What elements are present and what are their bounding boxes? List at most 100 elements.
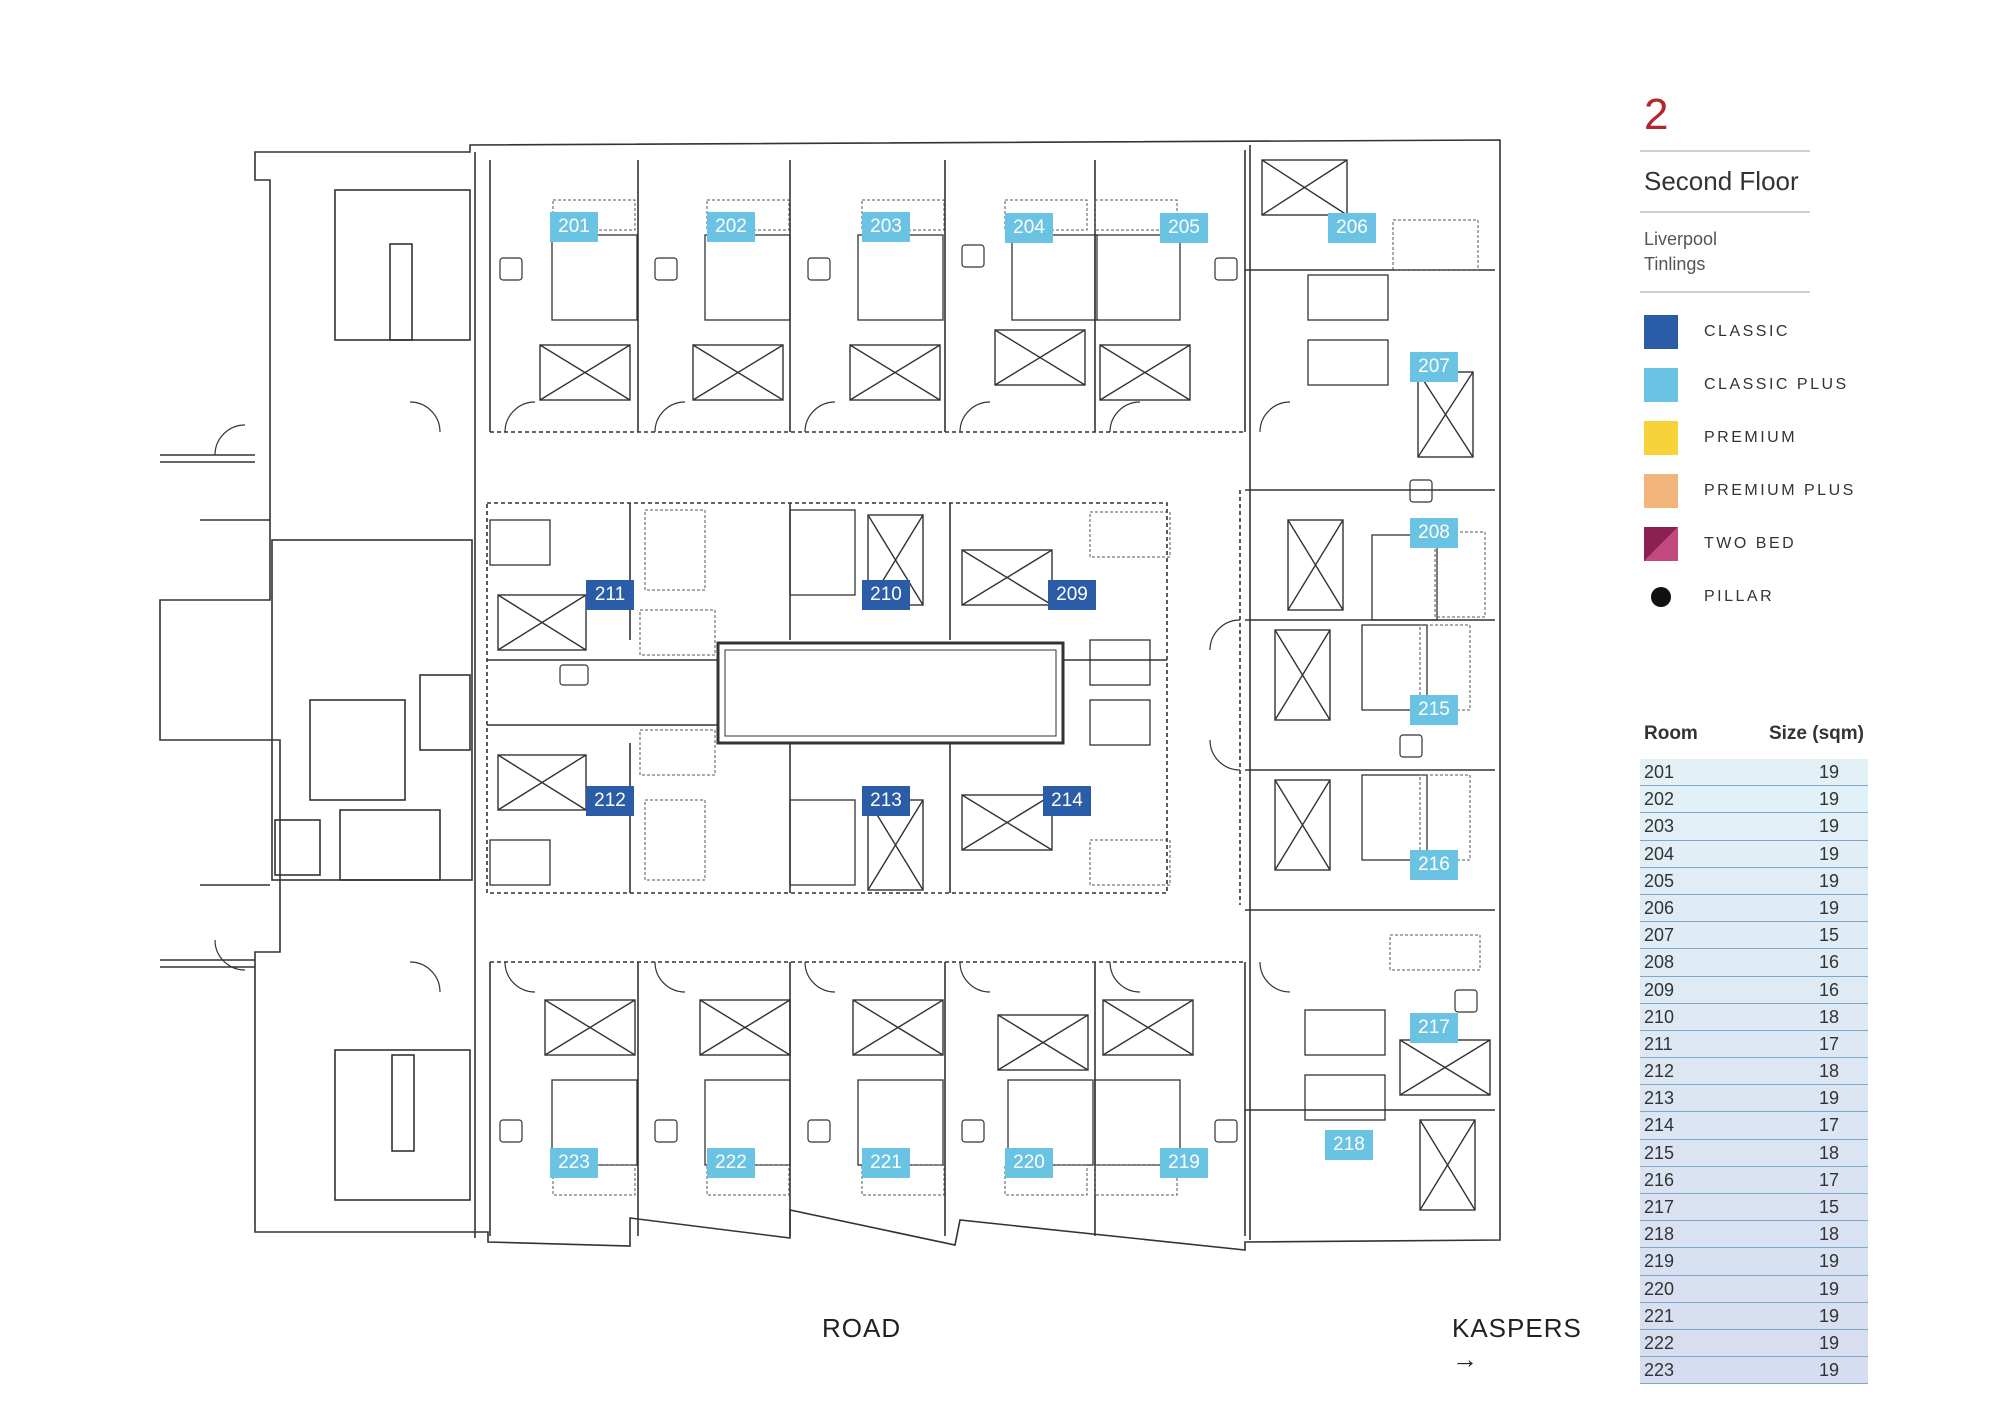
legend-label: CLASSIC PLUS bbox=[1704, 375, 1849, 393]
room-tag-213[interactable]: 213 bbox=[862, 786, 910, 816]
table-header: Room Size (sqm) bbox=[1640, 723, 1868, 759]
divider bbox=[1640, 150, 1810, 152]
legend-label: CLASSIC bbox=[1704, 322, 1790, 340]
legend-label: PREMIUM PLUS bbox=[1704, 481, 1856, 499]
room-tag-220[interactable]: 220 bbox=[1005, 1148, 1053, 1178]
room-tag-216[interactable]: 216 bbox=[1410, 850, 1458, 880]
room-cell: 213 bbox=[1644, 1088, 1675, 1109]
room-cell: 219 bbox=[1644, 1251, 1675, 1272]
room-tag-211[interactable]: 211 bbox=[586, 580, 634, 610]
bed-214 bbox=[961, 794, 1053, 851]
divider bbox=[1640, 291, 1810, 293]
legend-item-premium: PREMIUM bbox=[1640, 411, 1980, 464]
header-room: Room bbox=[1644, 723, 1698, 744]
kaspers-label: KASPERS → bbox=[1452, 1313, 1582, 1374]
size-cell: 17 bbox=[1818, 1115, 1840, 1136]
bed-219 bbox=[1102, 999, 1194, 1056]
room-tag-214[interactable]: 214 bbox=[1043, 786, 1091, 816]
size-cell: 15 bbox=[1818, 1197, 1840, 1217]
floor-plan: 201 202 203 204 205 206 207 208 209 210 … bbox=[159, 139, 1581, 1374]
room-cell: 212 bbox=[1644, 1061, 1675, 1082]
room-type-legend: CLASSIC CLASSIC PLUS PREMIUM PREMIUM PLU… bbox=[1640, 305, 1980, 623]
room-tag-218[interactable]: 218 bbox=[1325, 1130, 1373, 1160]
room-tag-222[interactable]: 222 bbox=[707, 1148, 755, 1178]
room-cell: 207 bbox=[1644, 925, 1675, 946]
table-row: 214 17 bbox=[1640, 1112, 1868, 1140]
classic-swatch bbox=[1644, 314, 1678, 349]
building-site: Tinlings bbox=[1644, 254, 1706, 274]
room-tag-201[interactable]: 201 bbox=[550, 212, 598, 242]
room-cell: 206 bbox=[1644, 897, 1675, 918]
size-cell: 16 bbox=[1818, 979, 1840, 1000]
bed-216 bbox=[1274, 779, 1331, 871]
room-tag-208[interactable]: 208 bbox=[1410, 518, 1458, 548]
room-tag-223[interactable]: 223 bbox=[550, 1148, 598, 1178]
floor-info-panel: 2 Second Floor Liverpool Tinlings CLASSI… bbox=[1640, 90, 1980, 1385]
size-cell: 19 bbox=[1818, 870, 1840, 891]
stair-north bbox=[334, 189, 471, 341]
bed-221 bbox=[852, 999, 944, 1056]
pillar-dot-icon bbox=[1651, 586, 1671, 607]
room-tag-219[interactable]: 219 bbox=[1160, 1148, 1208, 1178]
room-tag-203[interactable]: 203 bbox=[862, 212, 910, 242]
room-cell: 205 bbox=[1644, 870, 1675, 891]
room-tag-221[interactable]: 221 bbox=[862, 1148, 910, 1178]
size-cell: 19 bbox=[1818, 762, 1840, 782]
bed-203 bbox=[849, 344, 941, 401]
room-tag-204[interactable]: 204 bbox=[1005, 213, 1053, 243]
room-cell: 209 bbox=[1644, 979, 1675, 1000]
divider bbox=[1640, 211, 1810, 213]
room-tag-210[interactable]: 210 bbox=[862, 580, 910, 610]
legend-label: PREMIUM bbox=[1704, 428, 1798, 446]
size-cell: 19 bbox=[1818, 1305, 1840, 1326]
legend-item-pillar: PILLAR bbox=[1640, 570, 1980, 623]
building-name: Liverpool Tinlings bbox=[1640, 213, 1980, 291]
bed-223 bbox=[544, 999, 636, 1056]
bed-208 bbox=[1287, 519, 1344, 611]
legend-item-premium-plus: PREMIUM PLUS bbox=[1640, 464, 1980, 517]
table-row: 222 19 bbox=[1640, 1329, 1868, 1358]
premium-plus-swatch bbox=[1644, 473, 1678, 508]
road-label: ROAD bbox=[822, 1313, 902, 1343]
size-cell: 19 bbox=[1818, 789, 1840, 810]
room-tag-212[interactable]: 212 bbox=[586, 786, 634, 816]
size-cell: 19 bbox=[1818, 843, 1840, 864]
building-outline bbox=[159, 139, 1501, 1251]
room-tag-202[interactable]: 202 bbox=[707, 212, 755, 242]
floor-plan-drawing bbox=[159, 139, 1501, 1251]
bed-215 bbox=[1274, 629, 1331, 721]
courtyard bbox=[716, 641, 1065, 745]
room-tag-215[interactable]: 215 bbox=[1410, 695, 1458, 725]
size-cell: 17 bbox=[1818, 1033, 1840, 1054]
room-cell: 203 bbox=[1644, 816, 1675, 837]
size-cell: 19 bbox=[1818, 897, 1840, 918]
room-tag-209[interactable]: 209 bbox=[1048, 580, 1096, 610]
room-tag-207[interactable]: 207 bbox=[1410, 352, 1458, 382]
table-row: 202 19 bbox=[1640, 786, 1868, 814]
room-tag-206[interactable]: 206 bbox=[1328, 213, 1376, 243]
bed-207 bbox=[1417, 371, 1474, 458]
size-cell: 19 bbox=[1818, 1332, 1840, 1353]
room-cell: 215 bbox=[1644, 1142, 1675, 1163]
room-cell: 223 bbox=[1644, 1360, 1675, 1381]
room-cell: 202 bbox=[1644, 789, 1675, 810]
room-tag-217[interactable]: 217 bbox=[1410, 1013, 1458, 1043]
legend-item-two-bed: TWO BED bbox=[1640, 517, 1980, 570]
room-cell: 214 bbox=[1644, 1115, 1675, 1136]
room-cell: 222 bbox=[1644, 1332, 1675, 1353]
room-cell: 208 bbox=[1644, 952, 1675, 973]
stair-south bbox=[334, 1049, 471, 1201]
bed-204 bbox=[994, 329, 1086, 386]
legend-label: TWO BED bbox=[1704, 534, 1797, 552]
room-tag-205[interactable]: 205 bbox=[1160, 213, 1208, 243]
